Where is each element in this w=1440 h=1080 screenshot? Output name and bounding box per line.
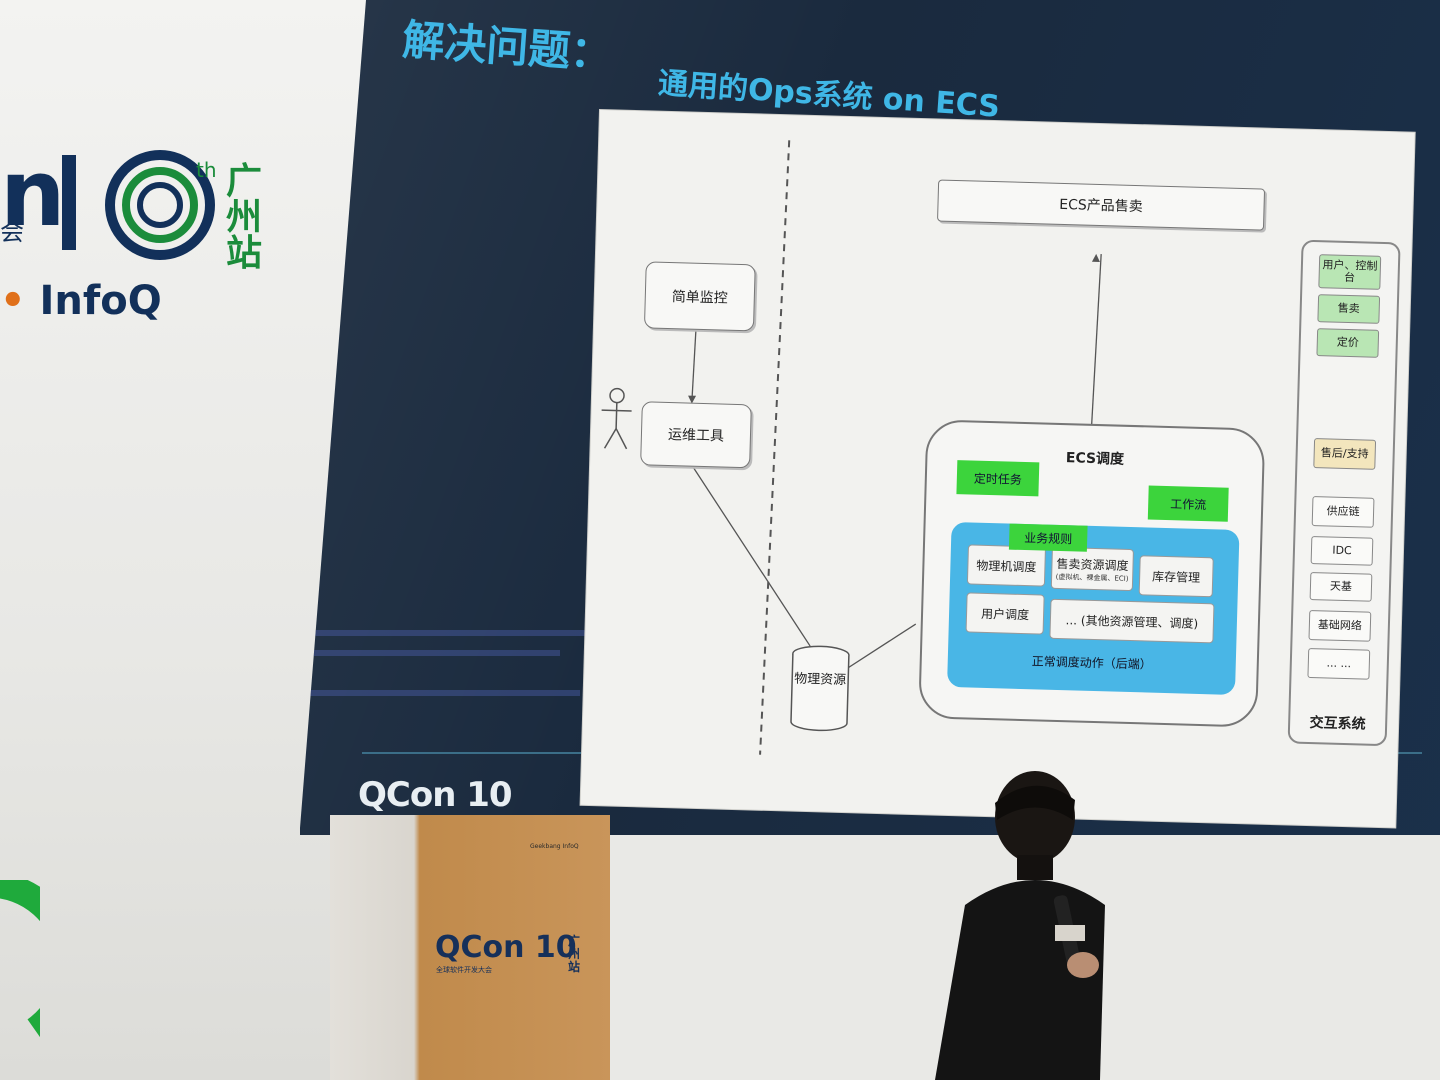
interaction-item-more: ... ... bbox=[1307, 647, 1371, 680]
infoq-text: InfoQ bbox=[39, 278, 162, 324]
brand-th: th bbox=[196, 158, 217, 182]
interaction-item-support: 售后/支持 bbox=[1313, 438, 1377, 470]
brand-dot: • bbox=[0, 278, 40, 324]
inventory-management: 库存管理 bbox=[1138, 555, 1214, 598]
database-icon bbox=[790, 645, 850, 732]
podium-city: 广州站 bbox=[568, 934, 581, 974]
interaction-item-sales: 售卖 bbox=[1317, 294, 1381, 324]
speaker-podium: Geekbang InfoQ QCon 10 广州站 全球软件开发大会 bbox=[330, 815, 610, 1080]
qcon-10-logo bbox=[62, 150, 215, 260]
interaction-item-tianji: 天基 bbox=[1309, 572, 1373, 602]
simple-monitor-box: 简单监控 bbox=[643, 261, 756, 332]
event-backdrop-wall: n 会 th 广州站 • InfoQ bbox=[0, 0, 380, 1080]
ecs-scheduler-container: ECS调度 定时任务 工作流 业务规则 物理机调度 售卖资源调度 (虚拟机、裸金… bbox=[918, 419, 1266, 728]
interaction-systems-title: 交互系统 bbox=[1309, 715, 1366, 733]
brand-letter: n bbox=[0, 140, 65, 247]
interaction-systems-column: 用户、控制台 售卖 定价 售后/支持 供应链 IDC 天基 基础网络 ... .… bbox=[1287, 239, 1401, 747]
interaction-item-supply-chain: 供应链 bbox=[1311, 496, 1375, 528]
architecture-diagram: ECS产品售卖 简单监控 运维工具 物理资源 ECS调度 定时任务 工作流 业务… bbox=[580, 110, 1415, 828]
physical-machine-sched: 物理机调度 bbox=[966, 544, 1046, 587]
podium-qcon-logo: QCon 10 bbox=[435, 930, 577, 965]
business-rules-chip: 业务规则 bbox=[1008, 523, 1088, 552]
physical-resource-label: 物理资源 bbox=[793, 671, 847, 689]
interaction-item-console: 用户、控制台 bbox=[1318, 254, 1382, 290]
interaction-item-idc: IDC bbox=[1310, 536, 1374, 566]
podium-subtitle: 全球软件开发大会 bbox=[436, 966, 492, 974]
sold-resource-sched: 售卖资源调度 (虚拟机、裸金属、ECI) bbox=[1050, 546, 1134, 592]
other-resource-sched: ... (其他资源管理、调度) bbox=[1049, 598, 1215, 644]
slide-qcon-logo: QCon 10 bbox=[358, 775, 513, 815]
screen-scanline bbox=[300, 630, 600, 636]
normal-scheduling-area: 业务规则 物理机调度 售卖资源调度 (虚拟机、裸金属、ECI) 库存管理 用户调… bbox=[947, 521, 1240, 695]
speaker-silhouette bbox=[935, 771, 1105, 1080]
normal-actions-label: 正常调度动作（后端） bbox=[1031, 654, 1152, 672]
timed-task-chip: 定时任务 bbox=[956, 460, 1040, 497]
interaction-item-network: 基础网络 bbox=[1308, 610, 1372, 642]
brand-city-label: 广州站 bbox=[225, 161, 262, 274]
infoq-logo: • InfoQ bbox=[0, 278, 162, 324]
ops-tool-box: 运维工具 bbox=[640, 401, 752, 469]
sold-resource-sched-note: (虚拟机、裸金属、ECI) bbox=[1055, 572, 1129, 583]
brand-fragment: 会 bbox=[0, 218, 24, 246]
workflow-chip: 工作流 bbox=[1147, 485, 1229, 522]
sold-resource-sched-label: 售卖资源调度 bbox=[1056, 556, 1129, 573]
podium-top-brand: Geekbang InfoQ bbox=[530, 843, 579, 850]
green-arc-decoration bbox=[0, 880, 40, 1038]
screen-scanline bbox=[300, 690, 580, 696]
screen-scanline bbox=[300, 650, 560, 656]
interaction-item-pricing: 定价 bbox=[1316, 328, 1380, 358]
user-sched: 用户调度 bbox=[965, 592, 1045, 635]
